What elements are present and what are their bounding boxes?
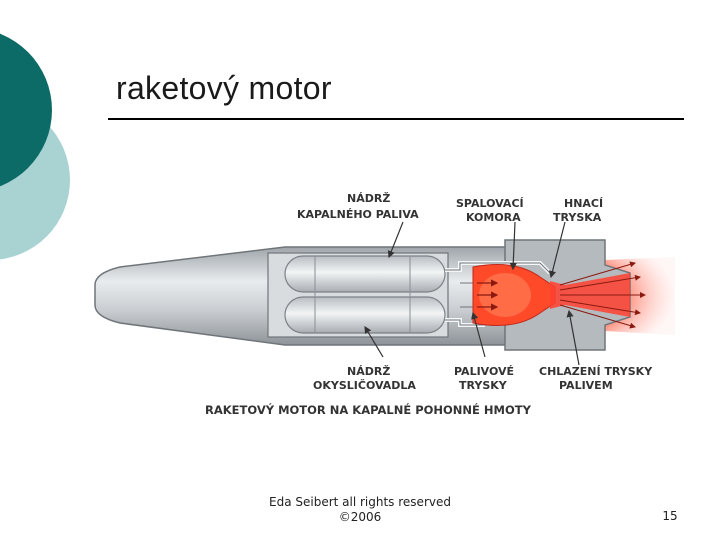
label-cooling-line2: PALIVEM [559, 379, 613, 392]
callout-injectors [471, 311, 486, 358]
page-number: 15 [662, 509, 678, 523]
callout-oxidizer [364, 325, 384, 358]
footer-year: ©2006 [338, 510, 382, 524]
exhaust-arrow-3 [559, 299, 641, 316]
label-fuel-tank-line1: NÁDRŽ [347, 192, 390, 205]
label-injectors-line2: TRYSKY [459, 379, 508, 392]
label-cooling-line1: CHLAZENÍ TRYSKY [539, 365, 653, 378]
exhaust-arrow-4 [559, 261, 636, 286]
label-combustion-line2: KOMORA [466, 211, 521, 224]
callout-combustion [509, 221, 517, 271]
diagram-caption: RAKETOVÝ MOTOR NA KAPALNÉ POHONNÉ HMOTY [205, 402, 532, 417]
corner-decoration [0, 33, 70, 260]
label-fuel-tank-line2: KAPALNÉHO PALIVA [297, 208, 419, 221]
label-nozzle-line1: HNACÍ [564, 197, 603, 210]
rocket-engine-diagram: NÁDRŽ KAPALNÉHO PALIVA SPALOVACÍ KOMORA … [94, 192, 675, 417]
label-oxidizer-line2: OKYSLIČOVADLA [313, 379, 416, 392]
label-nozzle-line2: TRYSKA [553, 211, 602, 224]
oxidizer-feed-pipe-outline [445, 319, 485, 326]
callout-nozzle [548, 221, 566, 279]
fuel-tank [284, 255, 446, 293]
slide-footer: Eda Seibert all rights reserved ©2006 [252, 495, 468, 525]
decor-circle-dark [0, 33, 52, 187]
label-oxidizer-line1: NÁDRŽ [347, 365, 390, 378]
callout-fuel-tank [387, 221, 404, 259]
fuel-feed-pipe-outline [445, 262, 551, 274]
label-injectors-line1: PALIVOVÉ [454, 365, 514, 378]
exhaust-arrow-5 [559, 304, 636, 329]
slide-title: raketový motor [116, 70, 332, 106]
footer-copyright: Eda Seibert all rights reserved [269, 495, 451, 509]
exhaust-arrow-2 [559, 274, 641, 291]
title-underline [108, 118, 684, 120]
label-combustion-line1: SPALOVACÍ [456, 197, 524, 210]
callout-cooling [566, 309, 580, 366]
